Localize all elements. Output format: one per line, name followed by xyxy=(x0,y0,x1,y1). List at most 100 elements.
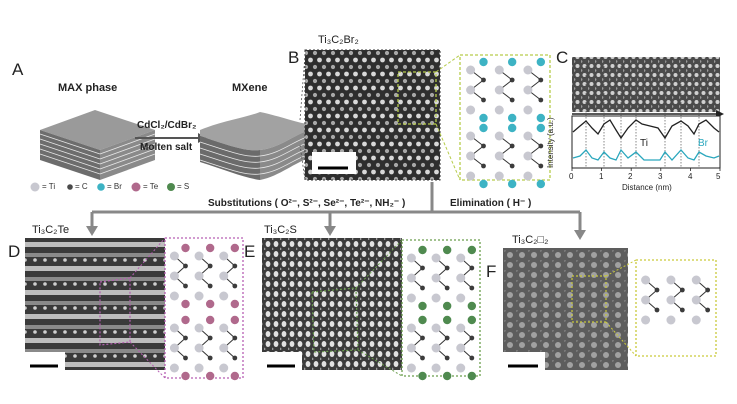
ti-atom xyxy=(494,105,504,115)
c-atom xyxy=(509,97,515,103)
ti-atom xyxy=(406,363,416,373)
structure-model-d xyxy=(164,237,244,381)
c-atom xyxy=(469,285,475,291)
terminal-atom xyxy=(467,315,477,325)
terminal-atom xyxy=(467,245,477,255)
terminal-atom xyxy=(205,371,215,381)
legend-te: = Te xyxy=(143,182,159,191)
profile-x-ticks xyxy=(571,168,721,171)
terminal-atom xyxy=(181,243,190,253)
ti-atom xyxy=(466,151,476,161)
ti-atom xyxy=(431,293,441,303)
panel-label-c: C xyxy=(556,48,569,67)
c-atom xyxy=(232,335,238,341)
ti-atom xyxy=(169,291,179,301)
mxene-label: MXene xyxy=(232,82,268,94)
ti-atom xyxy=(194,291,204,301)
ti-atom xyxy=(431,363,441,373)
terminal-atom xyxy=(230,371,240,381)
terminal-atom xyxy=(418,245,427,255)
legend-br: = Br xyxy=(107,182,122,191)
terminal-atom xyxy=(442,371,452,381)
ti-atom xyxy=(169,251,179,261)
ti-atom xyxy=(194,271,204,281)
c-atom xyxy=(469,355,475,361)
ti-atom xyxy=(666,295,676,305)
c-atom xyxy=(705,287,711,293)
panel-label-d: D xyxy=(8,242,21,261)
ti-atom xyxy=(691,315,701,325)
max-phase-stack xyxy=(39,110,156,180)
terminal-atom xyxy=(418,371,427,381)
c-atom xyxy=(538,77,544,83)
br-label: Br xyxy=(698,138,708,149)
ti-atom xyxy=(219,291,229,301)
zoom-lines-e xyxy=(355,239,403,377)
c-atom xyxy=(469,265,475,271)
stem-image-d xyxy=(25,238,165,372)
terminal-atom xyxy=(507,179,517,189)
tick-0: 0 xyxy=(569,172,574,181)
ti-atom xyxy=(523,65,533,75)
branch-arrows xyxy=(90,182,582,232)
panel-label-f: F xyxy=(486,262,497,281)
terminal-atom xyxy=(536,113,546,123)
terminal-atom xyxy=(205,243,215,253)
legend-te-dot xyxy=(131,182,141,192)
terminal-atom xyxy=(467,301,477,311)
ti-atom xyxy=(466,131,476,141)
stem-image-f xyxy=(503,248,628,372)
tick-5: 5 xyxy=(716,172,721,181)
ti-atom xyxy=(641,315,651,325)
profile-ylabel: Intensity (a.u.) xyxy=(546,117,555,168)
tick-2: 2 xyxy=(628,172,633,181)
c-atom xyxy=(538,163,544,169)
ti-atom xyxy=(523,105,533,115)
tick-4: 4 xyxy=(688,172,693,181)
ti-atom xyxy=(494,151,504,161)
stem-image-e xyxy=(262,238,402,372)
c-atom xyxy=(509,163,515,169)
panel-label-a: A xyxy=(12,60,24,79)
terminal-atom xyxy=(205,315,215,325)
terminal-atom xyxy=(536,179,546,189)
ti-label: Ti xyxy=(640,138,648,149)
legend-c-dot xyxy=(67,184,73,190)
legend-c: = C xyxy=(75,182,88,191)
zoom-lines-d xyxy=(129,237,166,379)
ti-atom xyxy=(666,275,676,285)
structure-model-b xyxy=(459,54,551,189)
stem-image-b xyxy=(304,49,441,181)
terminal-atom xyxy=(230,243,240,253)
zoom-lines-b xyxy=(435,54,461,181)
terminal-atom xyxy=(230,299,240,309)
c-atom xyxy=(207,283,213,289)
ti-atom xyxy=(523,85,533,95)
arrow-heads xyxy=(86,226,586,240)
c-atom xyxy=(420,355,425,361)
terminal-atom xyxy=(442,301,452,311)
c-atom xyxy=(183,283,188,289)
title-f: Ti₃C₂□₂ xyxy=(512,234,549,246)
ti-atom xyxy=(169,343,179,353)
ti-atom xyxy=(523,151,533,161)
ti-atom xyxy=(431,273,441,283)
c-atom xyxy=(469,335,475,341)
c-atom xyxy=(481,97,486,103)
ti-atom xyxy=(406,293,416,303)
c-atom xyxy=(207,263,213,269)
terminal-atom xyxy=(181,371,190,381)
ti-atom xyxy=(466,171,476,181)
ti-atom xyxy=(169,363,179,373)
legend-ti: = Ti xyxy=(42,182,56,191)
c-atom xyxy=(679,307,685,313)
c-atom xyxy=(705,307,711,313)
terminal-atom xyxy=(442,245,452,255)
ti-atom xyxy=(219,323,229,333)
ti-atom xyxy=(456,363,466,373)
max-phase-label: MAX phase xyxy=(58,82,118,94)
terminal-atom xyxy=(479,57,488,67)
ti-atom xyxy=(431,343,441,353)
ti-atom xyxy=(219,343,229,353)
terminal-atom xyxy=(479,123,488,133)
